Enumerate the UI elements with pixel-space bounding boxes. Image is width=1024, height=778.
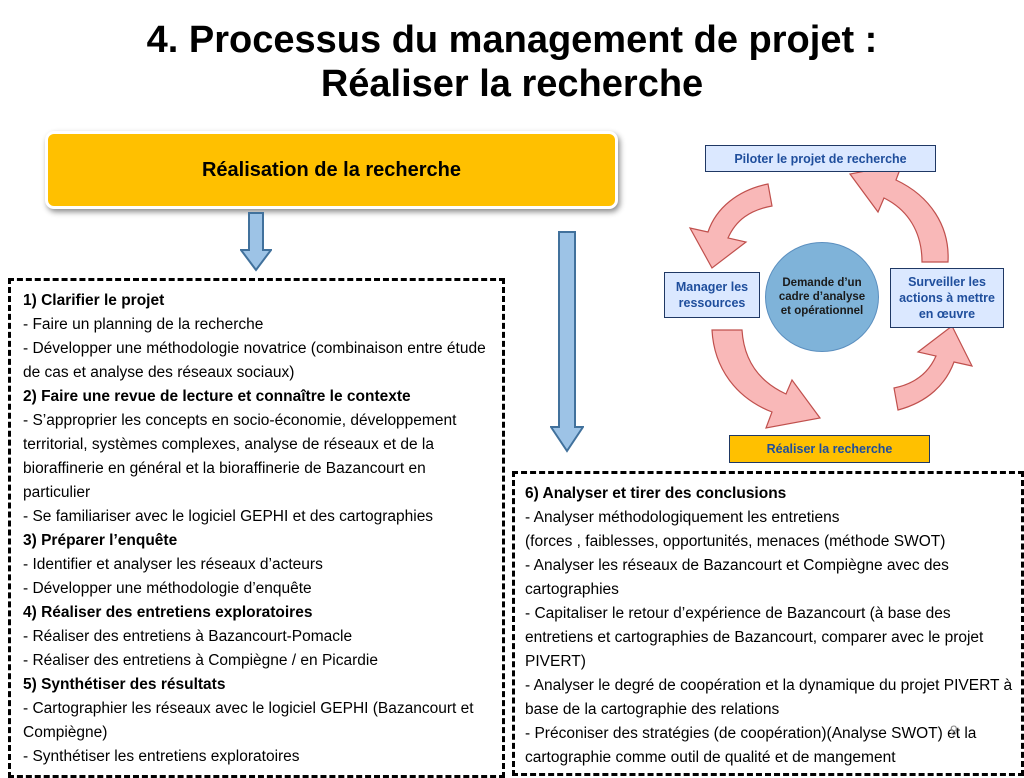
section-heading: 1) Clarifier le projet xyxy=(23,292,165,309)
cycle-box-surveiller-label: Surveiller les actions à mettre en œuvre xyxy=(899,275,995,321)
down-arrow-short-icon xyxy=(240,212,272,272)
banner-realisation: Réalisation de la recherche xyxy=(45,131,618,209)
cycle-arrow-bottom-left-icon xyxy=(711,329,822,429)
list-item: - Analyser méthodologiquement les entret… xyxy=(525,509,840,526)
list-item: - Se familiariser avec le logiciel GEPHI… xyxy=(23,508,434,525)
list-item: - Synthétiser les entretiens exploratoir… xyxy=(23,748,300,765)
cycle-arrow-top-right-icon xyxy=(848,163,949,263)
cycle-box-realiser: Réaliser la recherche xyxy=(729,435,930,463)
cycle-arrow-top-left-icon xyxy=(688,183,773,269)
title-line-1: 4. Processus du management de projet : xyxy=(146,19,878,61)
list-item: - Développer une méthodologie d’enquête xyxy=(23,580,312,597)
down-arrow-long-icon xyxy=(550,231,584,453)
cycle-arrow-bottom-right-icon xyxy=(893,325,974,411)
list-item: - Faire un planning de la recherche xyxy=(23,316,264,333)
list-item: - Analyser les réseaux de Bazancourt et … xyxy=(525,557,949,598)
slide-title: 4. Processus du management de projet : R… xyxy=(0,18,1024,106)
list-item: - Cartographier les réseaux avec le logi… xyxy=(23,700,474,741)
cycle-box-realiser-label: Réaliser la recherche xyxy=(766,442,893,456)
list-item: (forces , faiblesses, opportunités, mena… xyxy=(525,533,946,550)
list-item: - Analyser le degré de coopération et la… xyxy=(525,677,1013,718)
list-item: - S’approprier les concepts en socio-éco… xyxy=(23,412,457,501)
cycle-box-manager-label: Manager les ressources xyxy=(675,280,749,310)
section-heading: 4) Réaliser des entretiens exploratoires xyxy=(23,604,313,621)
list-item: - Préconiser des stratégies (de coopérat… xyxy=(525,725,977,766)
list-item: - Identifier et analyser les réseaux d’a… xyxy=(23,556,323,573)
cycle-diagram xyxy=(688,163,974,429)
cycle-box-piloter-label: Piloter le projet de recherche xyxy=(734,151,907,166)
steps-1-5-box: 1) Clarifier le projet - Faire un plannin… xyxy=(8,278,505,778)
section-heading: 2) Faire une revue de lecture et connaît… xyxy=(23,388,411,405)
cycle-center-ellipse: Demande d’un cadre d’analyse et opératio… xyxy=(765,242,879,352)
step-6-box: 6) Analyser et tirer des conclusions - An… xyxy=(512,471,1024,776)
cycle-box-surveiller: Surveiller les actions à mettre en œuvre xyxy=(890,268,1004,328)
slide-number: 9 xyxy=(950,722,958,738)
section-heading: 5) Synthétiser des résultats xyxy=(23,676,226,693)
cycle-box-piloter: Piloter le projet de recherche xyxy=(705,145,936,172)
banner-label: Réalisation de la recherche xyxy=(201,158,461,181)
cycle-arrows xyxy=(688,163,974,429)
list-item: - Capitaliser le retour d’expérience de … xyxy=(525,605,984,670)
section-heading: 6) Analyser et tirer des conclusions xyxy=(525,485,787,502)
list-item: - Développer une méthodologie novatrice … xyxy=(23,340,486,381)
cycle-center-label: Demande d’un cadre d’analyse et opératio… xyxy=(778,277,866,317)
list-item: - Réaliser des entretiens à Compiègne / … xyxy=(23,652,378,669)
cycle-box-manager: Manager les ressources xyxy=(664,272,760,318)
list-item: - Réaliser des entretiens à Bazancourt-P… xyxy=(23,628,353,645)
section-heading: 3) Préparer l’enquête xyxy=(23,532,178,549)
title-line-2: Réaliser la recherche xyxy=(320,63,704,105)
